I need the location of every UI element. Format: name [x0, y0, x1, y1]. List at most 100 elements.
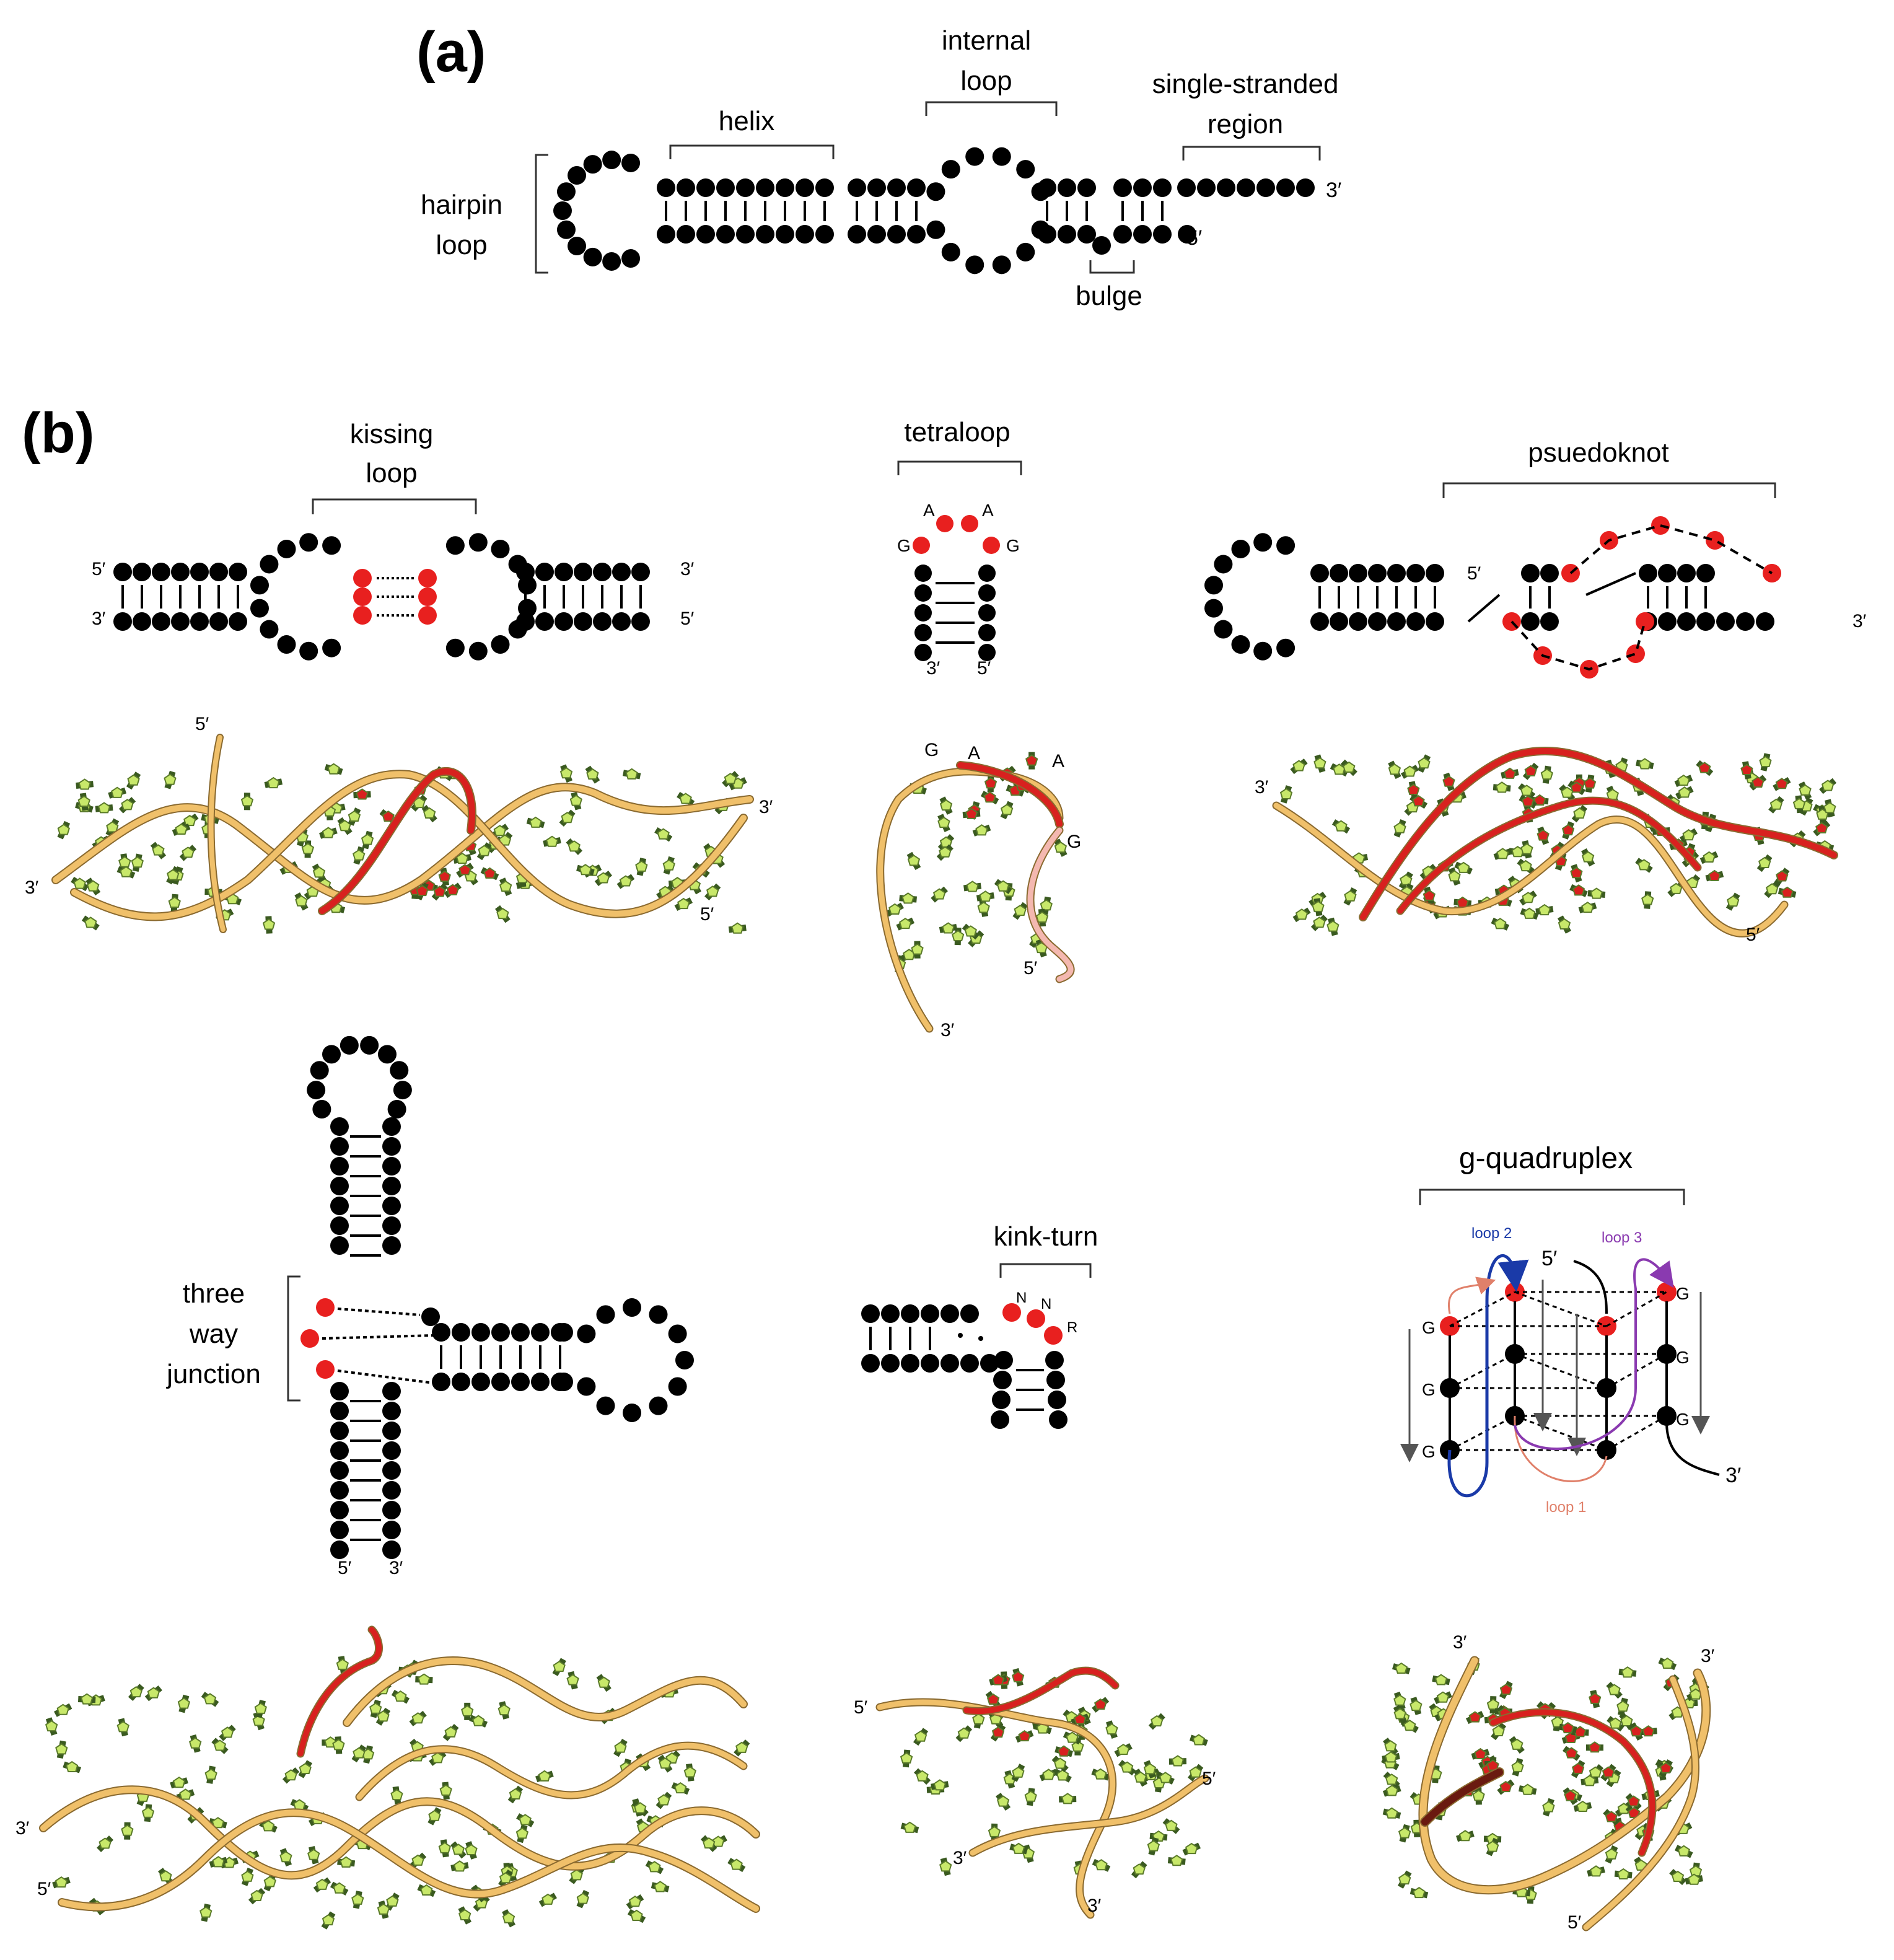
nucleotide	[1310, 612, 1329, 631]
base-ring	[1572, 884, 1585, 896]
three-way-junction-3d-structure	[39, 1625, 760, 1930]
base-ring	[1474, 1747, 1487, 1760]
junction-title-2: way	[189, 1319, 238, 1349]
kissing-loop-3d-structure	[51, 734, 754, 934]
base-ring	[1758, 856, 1771, 868]
nucleotide	[553, 201, 572, 220]
nucleotide	[1276, 178, 1295, 197]
base-ring	[1343, 761, 1356, 773]
base-ring	[1071, 1740, 1084, 1752]
base-ring	[307, 1848, 320, 1860]
base-ring	[465, 1844, 478, 1856]
nucleotide	[330, 1501, 349, 1519]
nucleotide	[171, 612, 190, 631]
base-ring	[499, 1872, 512, 1884]
base-ring	[903, 1821, 916, 1833]
nucleotide	[631, 563, 650, 581]
nucleotide	[1045, 1351, 1064, 1369]
ga-dot	[958, 1333, 963, 1338]
ribbon-strand	[40, 1786, 759, 1879]
nucleotide	[330, 1236, 349, 1255]
ribbon-strand	[877, 768, 1063, 1032]
nucleotide	[1038, 178, 1056, 197]
nucleotide	[696, 225, 715, 244]
highlighted-nucleotide	[418, 569, 437, 587]
nucleotide	[914, 565, 932, 582]
hoogsteen-bond	[1449, 1291, 1515, 1327]
hoogsteen-bond	[1514, 1415, 1607, 1451]
base-ring	[1571, 1762, 1585, 1774]
base-ring	[1393, 1708, 1406, 1720]
base-ring	[724, 773, 737, 784]
base-ring	[1703, 851, 1716, 863]
nucleotide	[330, 1422, 349, 1440]
nucleotide	[907, 178, 926, 197]
highlighted-nucleotide	[353, 569, 372, 587]
nucleotide	[445, 638, 465, 657]
bracket	[1182, 146, 1321, 160]
s1-3prime-right: 3′	[759, 797, 773, 817]
nucleotide	[583, 155, 602, 174]
nucleotide	[555, 1323, 573, 1342]
base-ring	[1385, 1807, 1398, 1819]
gq-3prime: 3′	[1725, 1464, 1741, 1487]
base-ring	[1313, 757, 1326, 769]
base-ring	[1025, 754, 1038, 766]
kissing-3prime-right: 3′	[680, 559, 695, 579]
s2-3prime: 3′	[940, 1020, 955, 1040]
nucleotide	[209, 612, 228, 631]
nucleotide	[1368, 612, 1387, 631]
panel-a-secondary-structure	[535, 101, 1321, 275]
s3-3prime: 3′	[1255, 777, 1269, 798]
base-ring	[295, 895, 308, 907]
base-ring	[120, 866, 133, 877]
s5-3prime-bottom: 3′	[1087, 1896, 1102, 1916]
base-ring	[431, 1752, 444, 1764]
base-ring	[1564, 1790, 1577, 1801]
base-ring	[1095, 1859, 1108, 1871]
nucleotide	[1077, 178, 1096, 197]
nucleotide	[1133, 178, 1152, 197]
nucleotide	[677, 178, 695, 197]
nucleotide	[508, 620, 527, 639]
tetra-5prime: 5′	[977, 658, 991, 679]
nucleotide	[229, 563, 247, 581]
s3-5prime: 5′	[1746, 925, 1760, 945]
base-ring	[1769, 798, 1783, 810]
base-ring	[1134, 1771, 1147, 1783]
nucleotide	[1639, 564, 1657, 582]
nucleotide	[250, 599, 269, 618]
nucleotide	[994, 1351, 1013, 1369]
highlighted-nucleotide	[936, 515, 954, 532]
nucleotide	[965, 255, 984, 275]
base-ring	[1326, 920, 1339, 932]
nucleotide	[330, 1117, 349, 1136]
nucleotide	[716, 225, 735, 244]
s5-5prime-left: 5′	[854, 1697, 868, 1718]
base-ring	[939, 799, 953, 811]
nucleotide	[815, 178, 834, 197]
nucleotide	[260, 620, 279, 639]
kissing-loop-diagram	[113, 498, 650, 661]
base-ring	[1053, 1757, 1067, 1769]
base-ring	[369, 1702, 382, 1714]
nucleotide	[657, 178, 675, 197]
nucleotide	[1406, 612, 1425, 631]
nucleotide	[445, 536, 465, 555]
nucleotide	[887, 178, 906, 197]
nucleotide	[1426, 564, 1444, 582]
nucleotide	[593, 563, 612, 581]
base-ring	[1094, 1698, 1107, 1710]
base-ring	[1170, 1855, 1183, 1866]
base-ring	[939, 1860, 952, 1872]
nucleotide	[914, 624, 932, 641]
base-ring	[654, 1881, 667, 1892]
nucleotide	[1092, 236, 1111, 255]
base-ring	[353, 849, 366, 861]
base-ring	[1523, 907, 1536, 919]
nucleotide	[921, 1354, 939, 1373]
base-ring	[1752, 776, 1765, 788]
base-ring	[496, 907, 509, 920]
bracket	[999, 1263, 1092, 1278]
base-ring	[553, 1660, 566, 1672]
